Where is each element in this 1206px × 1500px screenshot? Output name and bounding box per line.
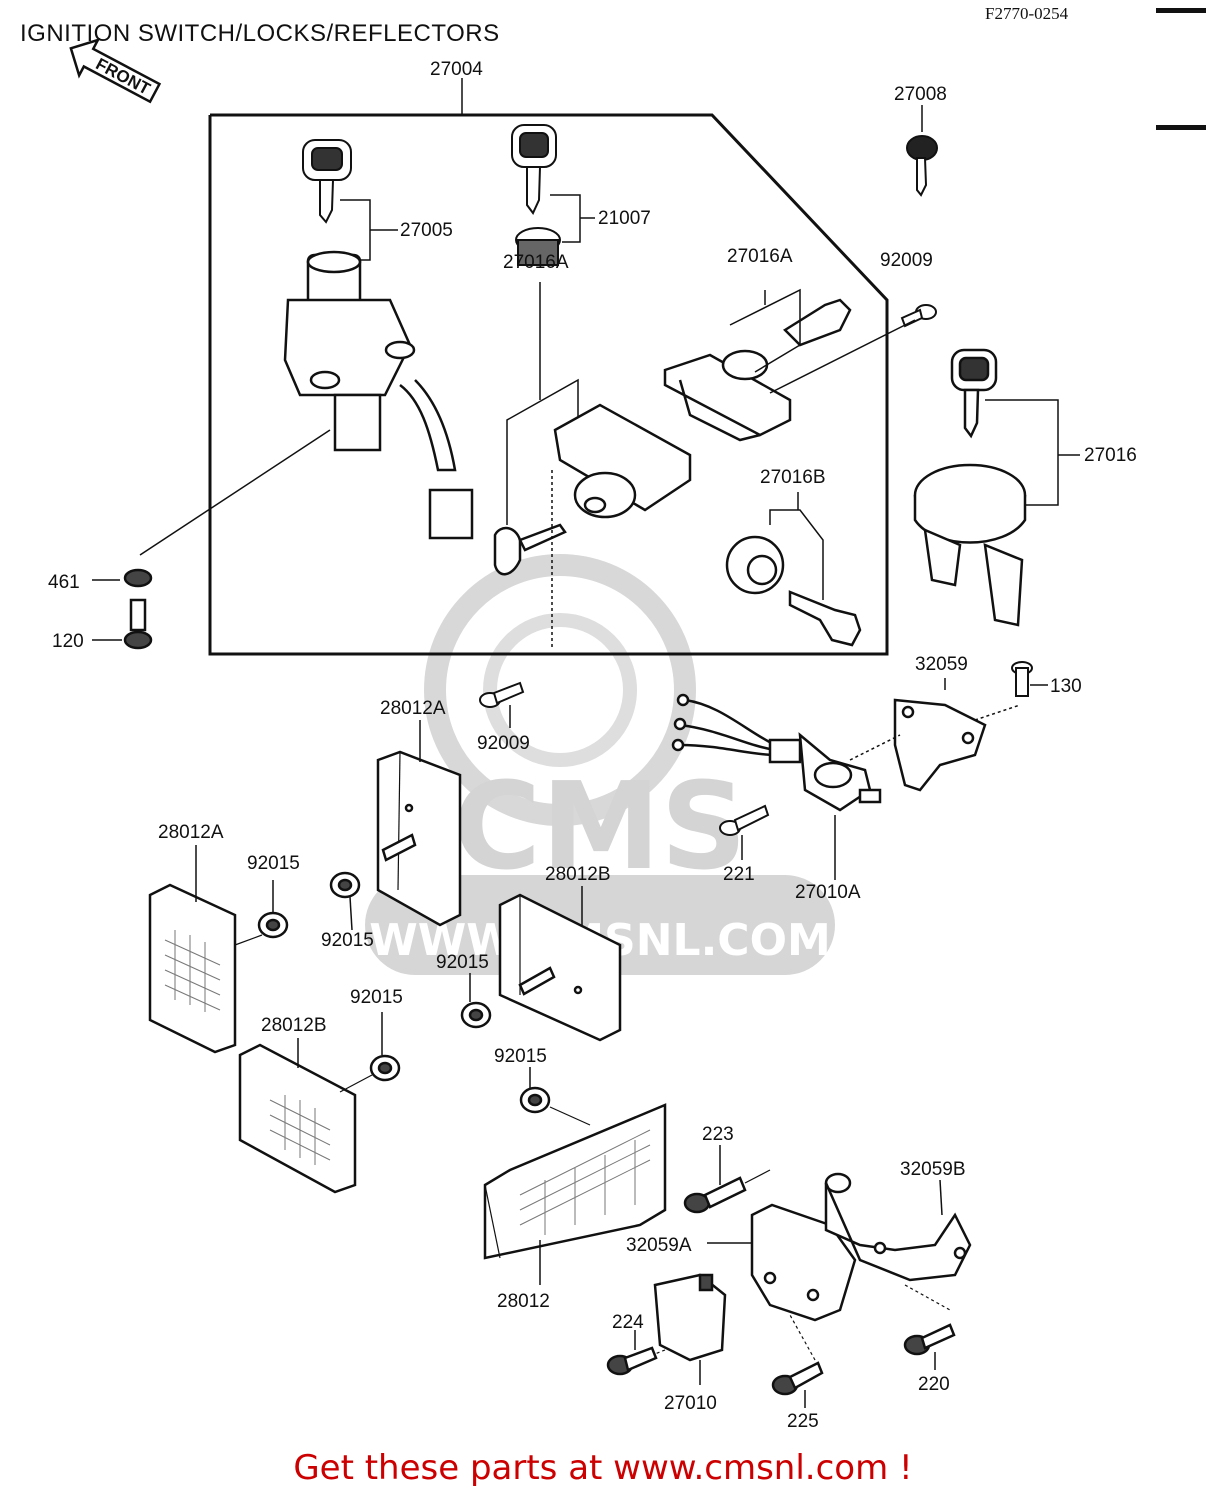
key-cylinder-21007 [511,124,595,266]
label-27008: 27008 [894,84,947,105]
label-92009-bottom: 92009 [477,733,530,754]
label-28012A-top: 28012A [380,698,446,719]
page-title: IGNITION SWITCH/LOCKS/REFLECTORS [20,20,500,47]
reflector-28012A-left [148,845,263,1054]
part-labels: 27004 27008 27005 21007 27016A 92009 270… [48,59,1137,1432]
bracket-32059 [893,678,1021,792]
label-27016: 27016 [1084,445,1137,466]
ignition-switch [139,250,474,556]
nut-92015-mid [460,973,492,1029]
label-28012B-left: 28012B [261,1015,327,1036]
label-120: 120 [52,631,84,652]
screw-92009-top [769,304,937,394]
label-28012A-left: 28012A [158,822,224,843]
screw-221 [719,804,770,860]
reflector-28012A-center [376,720,462,927]
edge-mark-middle [1156,125,1206,130]
label-92015-a: 92015 [247,853,300,874]
label-32059: 32059 [915,654,968,675]
label-225: 225 [787,1411,819,1432]
label-27016A-right: 27016A [727,246,793,267]
nut-92015-bottom [519,1067,551,1114]
label-220: 220 [918,1374,950,1395]
label-223: 223 [702,1124,734,1145]
front-arrow: FRONT [69,37,162,104]
screw-220 [903,1323,956,1370]
nut-92015-lower [369,1012,401,1082]
reflector-28012B-left [238,1038,373,1194]
lock-27016 [913,348,1080,627]
watermark: CMS WWW.CMSNL.COM [365,554,835,975]
key-27005 [302,139,398,261]
bracket-32059B [824,1172,972,1311]
switch-27010 [639,1273,727,1385]
lock-27016A-right [663,288,852,442]
label-92015-b: 92015 [321,930,374,951]
label-27016B: 27016B [760,467,826,488]
bolt-120 [92,598,153,650]
label-461: 461 [48,572,80,593]
label-27016A-left: 27016A [503,252,569,273]
screw-224 [606,1330,658,1376]
label-92015-e: 92015 [494,1046,547,1067]
label-32059A: 32059A [626,1235,692,1256]
parts-diagram: CMS WWW.CMSNL.COM FRONT [48,37,1137,1432]
screw-225 [771,1314,824,1408]
label-27005: 27005 [400,220,453,241]
label-224: 224 [612,1312,644,1333]
label-21007: 21007 [598,208,651,229]
bolt-223 [683,1145,771,1214]
label-92015-d: 92015 [350,987,403,1008]
label-92015-c: 92015 [436,952,489,973]
screw-130 [1011,661,1048,697]
label-27010A: 27010A [795,882,861,903]
label-92009-top: 92009 [880,250,933,271]
label-27004: 27004 [430,59,483,80]
label-221: 221 [723,864,755,885]
watermark-brand: CMS [453,758,747,897]
nut-92015-left [257,880,289,939]
bracket-32059A [707,1203,857,1322]
kit-outline-27004 [208,78,889,656]
footer-promo[interactable]: Get these parts at www.cmsnl.com ! [293,1448,913,1488]
diagram-code: F2770-0254 [985,4,1069,23]
label-130: 130 [1050,676,1082,697]
edge-mark-top [1156,8,1206,13]
lock-27016A-left [493,282,692,650]
label-32059B: 32059B [900,1159,966,1180]
switch-27010A [671,693,901,880]
lock-cylinder-27016B [725,492,862,647]
reflector-28012B-center [498,886,622,1042]
nut-92015-center [329,871,361,931]
label-28012B-right: 28012B [545,864,611,885]
label-28012: 28012 [497,1291,550,1312]
label-27010: 27010 [664,1393,717,1414]
reflector-28012 [483,1103,667,1285]
screw-92009-bottom [479,681,525,728]
washer-461 [92,568,153,588]
key-27008 [906,105,938,197]
